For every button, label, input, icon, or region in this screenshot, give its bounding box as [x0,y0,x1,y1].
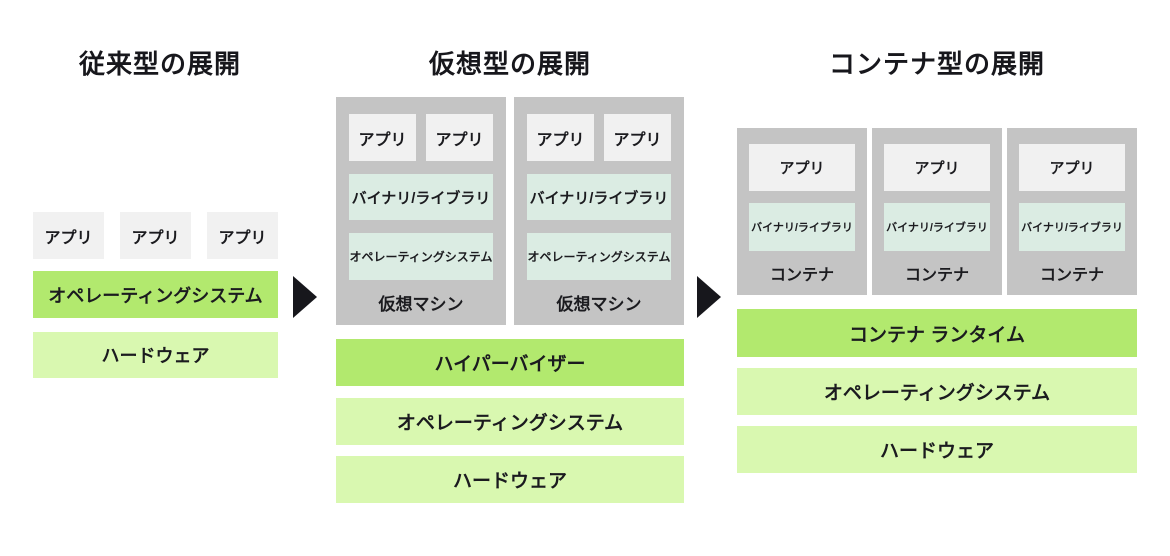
vm-label: 仮想マシン [378,295,464,314]
container-label: コンテナ [769,267,834,284]
hypervisor-layer: ハイパーバイザー [336,339,684,386]
hardware-layer: ハードウェア [336,456,684,503]
app-box: アプリ [604,114,671,161]
app-box: アプリ [349,114,416,161]
hardware-layer: ハードウェア [737,426,1137,473]
os-layer: オペレーティングシステム [33,271,278,318]
traditional-title: 従来型の展開 [78,49,241,79]
vm-panel: アプリ アプリ バイナリ/ライブラリ オペレーティングシステム 仮想マシン [514,97,684,325]
binlib-box: バイナリ/ライブラリ [527,174,671,220]
container-label: コンテナ [904,267,969,284]
app-box: アプリ [33,212,104,259]
app-box: アプリ [749,144,855,191]
container-title: コンテナ型の展開 [828,49,1045,79]
container-runtime-layer: コンテナ ランタイム [737,309,1137,357]
os-layer: オペレーティングシステム [336,398,684,445]
virtualized-title: 仮想型の展開 [428,49,591,79]
os-box: オペレーティングシステム [349,233,493,280]
app-box: アプリ [884,144,990,191]
container-panel: アプリ バイナリ/ライブラリ コンテナ [1007,128,1137,295]
arrow-right-icon [293,276,317,318]
container-panel: アプリ バイナリ/ライブラリ コンテナ [872,128,1002,295]
app-box: アプリ [207,212,278,259]
app-box: アプリ [426,114,493,161]
binlib-box: バイナリ/ライブラリ [749,203,855,251]
app-box: アプリ [120,212,191,259]
binlib-box: バイナリ/ライブラリ [884,203,990,251]
binlib-box: バイナリ/ライブラリ [349,174,493,220]
hardware-layer: ハードウェア [33,332,278,378]
container-panel: アプリ バイナリ/ライブラリ コンテナ [737,128,867,295]
app-box: アプリ [1019,144,1125,191]
container-label: コンテナ [1039,267,1104,284]
vm-panel: アプリ アプリ バイナリ/ライブラリ オペレーティングシステム 仮想マシン [336,97,506,325]
os-box: オペレーティングシステム [527,233,671,280]
arrow-right-icon [697,276,721,318]
binlib-box: バイナリ/ライブラリ [1019,203,1125,251]
os-layer: オペレーティングシステム [737,368,1137,415]
vm-label: 仮想マシン [556,295,642,314]
app-box: アプリ [527,114,594,161]
